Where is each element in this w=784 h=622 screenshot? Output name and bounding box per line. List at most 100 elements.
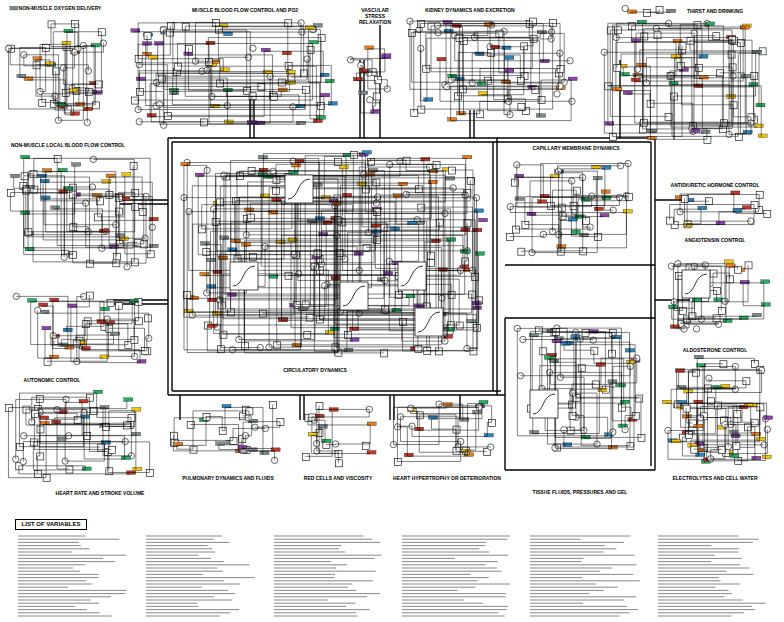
signal-line bbox=[564, 345, 594, 351]
signal-line bbox=[214, 209, 451, 325]
block bbox=[285, 20, 292, 27]
signal-line bbox=[742, 408, 754, 422]
signal-line bbox=[583, 178, 590, 227]
variable-tag bbox=[724, 260, 733, 264]
signal-line bbox=[681, 50, 733, 105]
signal-line bbox=[334, 219, 417, 220]
signal-line bbox=[634, 29, 743, 81]
variable-entry bbox=[18, 564, 85, 565]
signal-line bbox=[397, 442, 460, 462]
bus-line bbox=[492, 142, 493, 391]
block bbox=[92, 102, 99, 109]
signal-line bbox=[390, 165, 465, 195]
signal-line bbox=[401, 417, 461, 442]
signal-line bbox=[431, 419, 456, 429]
signal-line bbox=[467, 212, 478, 349]
signal-line bbox=[685, 198, 751, 221]
signal-line bbox=[621, 407, 631, 421]
function-curve bbox=[401, 266, 423, 286]
variable-entry bbox=[18, 600, 91, 601]
signal-line bbox=[562, 169, 605, 216]
signal-line bbox=[43, 313, 149, 338]
variable-tag bbox=[475, 252, 484, 256]
block bbox=[51, 338, 58, 345]
block bbox=[50, 100, 57, 107]
signal-line bbox=[240, 227, 374, 263]
signal-line bbox=[31, 302, 83, 345]
signal-line bbox=[117, 197, 119, 256]
block bbox=[477, 111, 484, 118]
signal-line bbox=[8, 408, 46, 478]
signal-line bbox=[542, 338, 574, 389]
block bbox=[641, 119, 648, 126]
variable-entry bbox=[18, 558, 103, 559]
variable-tag bbox=[42, 326, 51, 330]
signal-line bbox=[557, 173, 582, 251]
signal-line bbox=[19, 418, 83, 447]
signal-line bbox=[368, 49, 387, 89]
block bbox=[135, 56, 142, 63]
signal-line bbox=[45, 329, 103, 358]
block bbox=[679, 307, 686, 314]
signal-line bbox=[419, 415, 464, 452]
signal-line bbox=[322, 235, 463, 268]
signal-line bbox=[397, 407, 479, 461]
signal-line bbox=[164, 30, 299, 107]
signal-line bbox=[320, 270, 329, 334]
signal-line bbox=[55, 418, 84, 423]
signal-line bbox=[39, 398, 100, 447]
function-curve bbox=[685, 274, 707, 294]
variable-entry bbox=[18, 561, 115, 562]
bus-line bbox=[179, 395, 180, 420]
block bbox=[53, 68, 60, 75]
variable-tag bbox=[571, 230, 580, 234]
variable-entry bbox=[18, 590, 126, 591]
signal-line bbox=[63, 68, 92, 84]
function-box bbox=[530, 390, 558, 418]
block bbox=[199, 226, 206, 233]
variable-tag bbox=[593, 176, 602, 180]
variable-tag bbox=[292, 163, 301, 167]
signal-line bbox=[296, 199, 325, 255]
signal-line bbox=[313, 30, 320, 106]
block bbox=[142, 348, 149, 355]
signal-line bbox=[186, 295, 230, 312]
signal-line bbox=[67, 106, 79, 109]
variable-tag bbox=[282, 51, 291, 55]
variable-tag bbox=[155, 42, 164, 46]
signal-line bbox=[411, 406, 446, 408]
signal-line bbox=[611, 432, 612, 449]
signal-line bbox=[707, 427, 748, 461]
signal-line bbox=[421, 23, 553, 110]
signal-line bbox=[713, 273, 729, 279]
signal-line bbox=[51, 24, 94, 47]
block bbox=[108, 446, 115, 453]
block bbox=[30, 439, 37, 446]
block bbox=[247, 214, 254, 221]
block bbox=[217, 346, 224, 353]
block bbox=[718, 308, 725, 315]
signal-line bbox=[671, 25, 697, 76]
signal-line bbox=[451, 75, 524, 80]
variable-tag bbox=[331, 276, 340, 280]
signal-line bbox=[46, 172, 116, 263]
signal-line bbox=[243, 409, 246, 416]
block bbox=[540, 348, 547, 355]
variable-tag bbox=[11, 174, 20, 178]
signal-line bbox=[487, 422, 491, 436]
signal-line bbox=[73, 227, 88, 232]
signal-line bbox=[246, 158, 465, 234]
signal-line bbox=[23, 442, 125, 462]
signal-line bbox=[687, 319, 719, 324]
signal-line bbox=[410, 411, 417, 430]
signal-line bbox=[682, 67, 698, 71]
signal-line bbox=[738, 53, 755, 136]
signal-line bbox=[556, 362, 634, 447]
function-box bbox=[340, 282, 368, 310]
block bbox=[141, 241, 148, 248]
block bbox=[86, 292, 93, 299]
variable-tag bbox=[628, 10, 637, 14]
signal-line bbox=[543, 197, 584, 200]
signal-line bbox=[458, 53, 491, 81]
signal-line bbox=[185, 26, 273, 96]
